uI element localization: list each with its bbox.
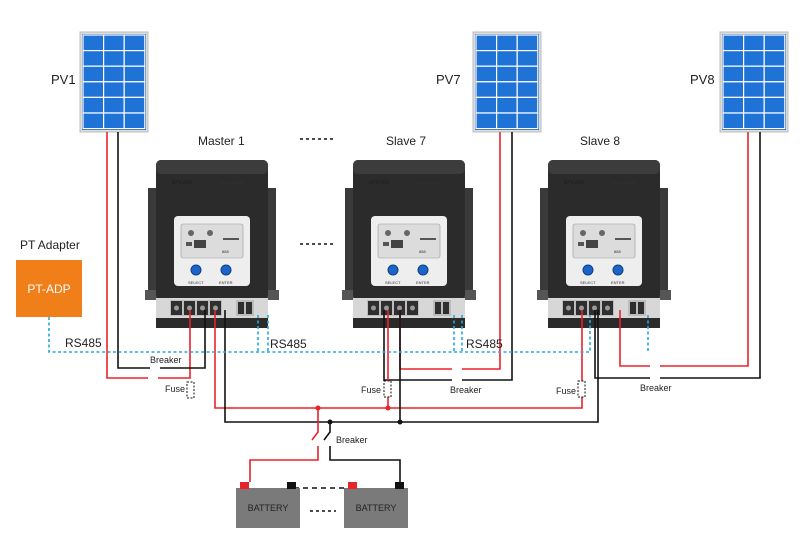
pv8-label: PV8 xyxy=(690,72,715,87)
pv8-negative-wire xyxy=(660,132,761,379)
battery2-negative-wire xyxy=(329,446,401,482)
pv7-panel xyxy=(472,31,542,133)
slave7-select-label: SELECT xyxy=(385,280,401,285)
battery-2-label: BATTERY xyxy=(356,503,397,513)
pv8-positive-wire xyxy=(660,132,749,367)
pv7-positive-wire xyxy=(462,132,501,370)
pv1-positive-wire xyxy=(106,132,148,379)
master-brand: EPEVER xyxy=(172,180,193,186)
master-pv-positive xyxy=(158,310,191,379)
rs485-label-middle: RS485 xyxy=(270,337,307,351)
slave7-breaker-label: Breaker xyxy=(450,385,482,395)
slave8-model: Tracer4420AN xyxy=(610,180,636,185)
master-model: Tracer4420AN xyxy=(218,180,244,185)
slave8-fuse xyxy=(577,380,586,398)
rs485-label-right: RS485 xyxy=(466,337,503,351)
rs485-bus xyxy=(48,315,591,353)
slave7-negative-junction xyxy=(397,419,403,425)
pt-adapter-label: PT-ADP xyxy=(27,282,70,296)
battery-negative-bus xyxy=(224,310,599,423)
master-lcd: 888 xyxy=(222,249,229,254)
master-breaker-label: Breaker xyxy=(150,355,182,365)
slave7-positive-junction xyxy=(385,405,391,411)
slave8-breaker-label: Breaker xyxy=(640,383,672,393)
main-breaker-positive-upper xyxy=(311,408,319,441)
slave7-brand: EPEVER xyxy=(369,180,390,186)
main-breaker-label: Breaker xyxy=(336,435,368,445)
master-enter-label: ENTER xyxy=(219,280,233,285)
slave8-pv-negative xyxy=(594,310,650,379)
battery-1-label: BATTERY xyxy=(248,503,289,513)
slave7-enter-label: ENTER xyxy=(416,280,430,285)
master-select-label: SELECT xyxy=(188,280,204,285)
slave8-fuse-label: Fuse xyxy=(556,386,576,396)
master-fuse-label: Fuse xyxy=(165,384,185,394)
slave8-title: Slave 8 xyxy=(580,134,620,148)
slave7-model: Tracer4420AN xyxy=(415,180,441,185)
slave8-pv-positive xyxy=(619,310,650,367)
battery1-positive-wire xyxy=(249,446,319,482)
master-title: Master 1 xyxy=(198,134,245,148)
battery-1: BATTERY xyxy=(236,482,300,528)
pv7-negative-wire xyxy=(462,132,513,381)
pv7-label: PV7 xyxy=(436,72,461,87)
pv1-label: PV1 xyxy=(51,72,76,87)
master-fuse xyxy=(186,381,195,399)
slave8-brand: EPEVER xyxy=(564,180,585,186)
slave7-pv-negative xyxy=(383,310,452,381)
slave7-lcd: 888 xyxy=(419,249,426,254)
master-pv-negative xyxy=(160,310,206,369)
master-controller: EPEVER Tracer4420AN 888 SELECT ENTER xyxy=(144,159,280,329)
slave8-controller: EPEVER Tracer4420AN 888 SELECT ENTER xyxy=(536,159,672,329)
pv8-panel xyxy=(719,31,789,133)
slave8-enter-label: ENTER xyxy=(611,280,625,285)
battery-2: BATTERY xyxy=(344,482,408,528)
slave7-fuse-label: Fuse xyxy=(361,385,381,395)
adapter-heading: PT Adapter xyxy=(20,238,80,252)
slave8-select-label: SELECT xyxy=(580,280,596,285)
battery-positive-bus xyxy=(214,310,583,409)
pv1-negative-wire xyxy=(117,132,150,369)
pv1-panel xyxy=(79,31,149,133)
pt-adapter-box xyxy=(16,260,82,317)
main-breaker-negative-upper xyxy=(323,422,331,441)
slave7-title: Slave 7 xyxy=(386,134,426,148)
slave7-fuse xyxy=(383,380,392,398)
slave7-controller: EPEVER Tracer4420AN 888 SELECT ENTER xyxy=(341,159,477,329)
rs485-label-left: RS485 xyxy=(65,336,102,350)
slave8-lcd: 888 xyxy=(614,249,621,254)
